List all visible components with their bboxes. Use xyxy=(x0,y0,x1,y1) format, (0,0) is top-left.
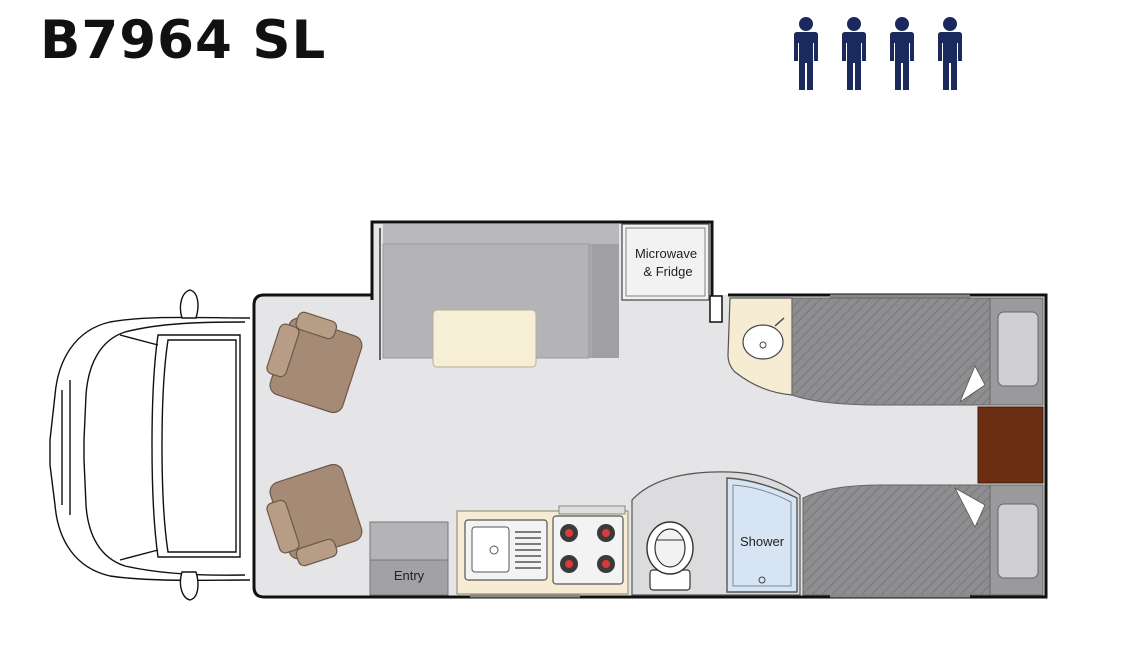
toilet xyxy=(646,521,694,591)
cab xyxy=(49,289,251,601)
front-seat-bottom xyxy=(266,463,363,567)
model-title: B7964 SL xyxy=(40,10,327,71)
entry-label: Entry xyxy=(394,568,425,583)
microwave-fridge-label-1: Microwave xyxy=(635,246,697,261)
galley-counter xyxy=(456,505,629,595)
cooktop xyxy=(552,515,624,585)
bathroom: Shower xyxy=(631,471,801,596)
wardrobe xyxy=(977,406,1044,484)
bed-lower xyxy=(802,484,1044,596)
galley-sink xyxy=(464,519,548,581)
shower-label: Shower xyxy=(740,534,785,549)
bed-upper xyxy=(791,297,1044,406)
front-seat-top xyxy=(266,311,363,414)
shower: Shower xyxy=(726,477,798,593)
dinette-table xyxy=(432,309,537,368)
microwave-fridge-label-2: & Fridge xyxy=(643,264,692,279)
entry-step: Entry xyxy=(369,521,449,596)
washroom-vanity xyxy=(727,297,793,396)
dinette-couch xyxy=(382,224,619,359)
microwave-fridge: Microwave & Fridge xyxy=(621,223,710,301)
